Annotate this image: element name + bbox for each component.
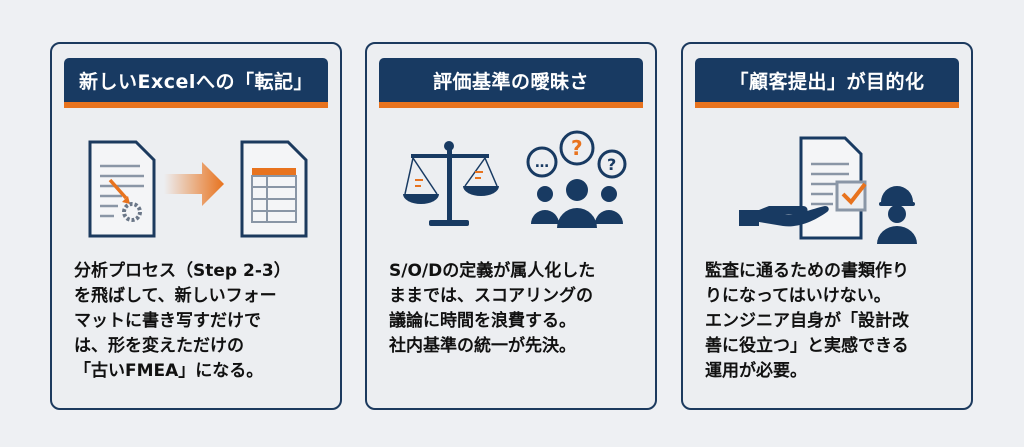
body-line: マットに書き写すだけで xyxy=(74,311,261,331)
card-body: 監査に通るための書類作り りになってはいけない。 エンジニア自身が「設計改 善に… xyxy=(705,259,957,384)
body-line: 運用が必要。 xyxy=(705,361,807,381)
body-line: 分析プロセス（Step 2-3） xyxy=(74,261,291,281)
body-line: ままでは、スコアリングの xyxy=(389,286,593,306)
body-line: 監査に通るための書類作り xyxy=(705,261,909,281)
svg-text:…: … xyxy=(535,155,549,171)
body-line: 社内基準の統一が先決。 xyxy=(389,336,576,356)
body-line: S/O/Dの定義が属人化した xyxy=(389,261,596,281)
body-line: を飛ばして、新しいフォー xyxy=(74,286,277,306)
body-line: 善に役立つ」と実感できる xyxy=(705,336,909,356)
body-line: 議論に時間を浪費する。 xyxy=(389,311,576,331)
svg-text:?: ? xyxy=(571,136,583,160)
card-body: S/O/Dの定義が属人化した ままでは、スコアリングの 議論に時間を浪費する。 … xyxy=(389,259,641,359)
body-line: りになってはいけない。 xyxy=(705,286,891,306)
svg-text:?: ? xyxy=(607,155,616,174)
body-line: は、形を変えただけの xyxy=(74,336,244,356)
card-excel-transcription: 新しいExcelへの「転記」 分析プロセス（Step 2-3） を飛ばして、新し… xyxy=(50,42,342,410)
hand-document-engineer-icon xyxy=(739,136,917,244)
card-customer-submission: 「顧客提出」が目的化 監査に通るための書類作り りになってはいけない。 エンジニ… xyxy=(681,42,973,410)
document-to-spreadsheet-icon xyxy=(88,140,308,238)
scale-and-discussion-icon: … ? ? xyxy=(403,130,627,228)
card-title: 新しいExcelへの「転記」 xyxy=(64,58,328,108)
body-line: 「古いFMEA」になる。 xyxy=(74,361,264,381)
body-line: エンジニア自身が「設計改 xyxy=(705,311,909,331)
card-title: 「顧客提出」が目的化 xyxy=(695,58,959,108)
card-title: 評価基準の曖昧さ xyxy=(379,58,643,108)
card-body: 分析プロセス（Step 2-3） を飛ばして、新しいフォー マットに書き写すだけ… xyxy=(74,259,326,384)
card-ambiguous-criteria: 評価基準の曖昧さ … ? ? S/O/Dの定義が属人化した ままでは、スコアリン… xyxy=(365,42,657,410)
